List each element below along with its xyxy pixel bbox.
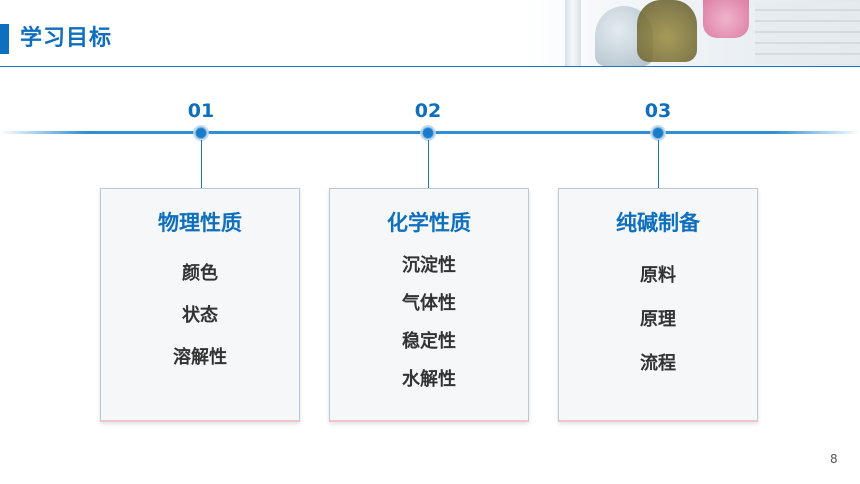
list-item: 原料 — [640, 265, 676, 286]
card-chemical-properties: 化学性质 沉淀性 气体性 稳定性 水解性 — [329, 188, 529, 422]
header: 学习目标 — [0, 0, 860, 68]
timeline-dot-2 — [420, 125, 436, 141]
flask-shape — [637, 0, 697, 62]
timeline-dot-1 — [193, 125, 209, 141]
list-item: 稳定性 — [402, 331, 456, 352]
title-accent-bar — [0, 24, 9, 54]
step-number-3: 03 — [644, 100, 672, 122]
list-item: 颜色 — [182, 263, 218, 284]
test-tube-shape — [565, 0, 581, 66]
connector-line-1 — [201, 140, 202, 189]
list-item: 水解性 — [402, 369, 456, 390]
step-number-1: 01 — [187, 100, 215, 122]
card-title: 纯碱制备 — [616, 211, 700, 235]
connector-line-3 — [658, 140, 659, 189]
lab-glassware-image — [525, 0, 860, 66]
bottle-labels-shape — [755, 2, 860, 64]
flask-shape — [703, 0, 749, 38]
connector-line-2 — [428, 140, 429, 189]
step-number-2: 02 — [414, 100, 442, 122]
page-title: 学习目标 — [20, 26, 113, 51]
card-soda-preparation: 纯碱制备 原料 原理 流程 — [558, 188, 758, 422]
list-item: 状态 — [182, 305, 218, 326]
list-item: 沉淀性 — [402, 255, 456, 276]
list-item: 溶解性 — [173, 347, 227, 368]
list-item: 流程 — [640, 353, 676, 374]
header-divider — [0, 66, 860, 67]
list-item: 原理 — [640, 309, 676, 330]
list-item: 气体性 — [402, 293, 456, 314]
page-number: 8 — [830, 452, 838, 466]
card-title: 物理性质 — [158, 211, 242, 235]
card-physical-properties: 物理性质 颜色 状态 溶解性 — [100, 188, 300, 422]
card-title: 化学性质 — [387, 211, 471, 235]
timeline-dot-3 — [650, 125, 666, 141]
